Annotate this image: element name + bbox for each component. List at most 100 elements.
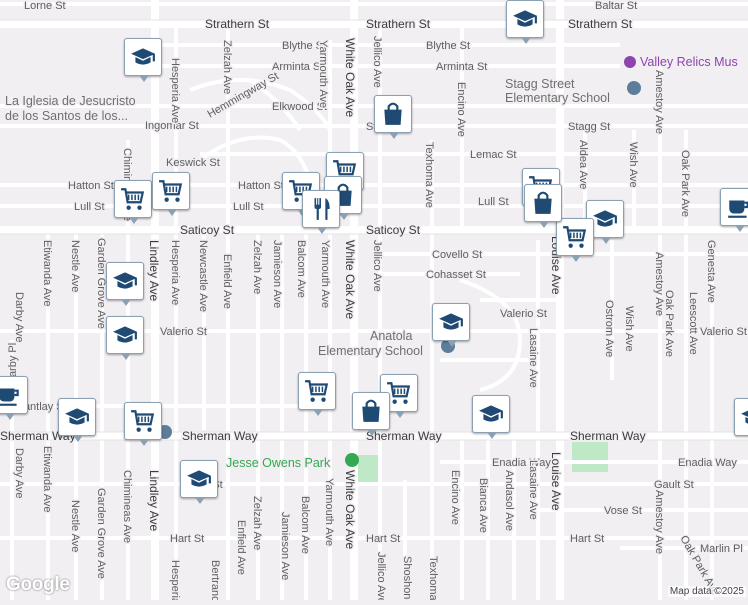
stagg-school-poi-icon[interactable] bbox=[627, 81, 641, 95]
shopping-bag-icon bbox=[528, 188, 558, 218]
label-marlin-pl: Marlin Pl bbox=[700, 543, 743, 555]
label-ostrom-ave: Ostrom Ave bbox=[603, 300, 615, 357]
label-enadia-way-1: Enadia Way bbox=[492, 457, 551, 469]
label-jamieson-ave-1: Jamieson Ave bbox=[271, 240, 283, 308]
school-marker[interactable] bbox=[106, 262, 144, 306]
label-amestoy-ave-2: Amestoy Ave bbox=[653, 252, 665, 316]
school-marker[interactable] bbox=[106, 316, 144, 360]
shopping-cart-marker[interactable] bbox=[556, 218, 594, 262]
label-lindley-ave-2: Lindley Ave bbox=[147, 470, 161, 531]
label-sherman-way-4: Sherman Way bbox=[570, 429, 646, 443]
school-icon bbox=[62, 402, 92, 432]
label-cohasset-st: Cohasset St bbox=[426, 269, 486, 281]
valley-relics-poi-icon[interactable] bbox=[624, 56, 636, 68]
cafe-marker[interactable] bbox=[0, 376, 28, 420]
label-lasaine-ave-1: Lasaine Ave bbox=[527, 328, 539, 388]
label-white-oak-ave-3: White Oak Ave bbox=[343, 470, 357, 549]
label-jamieson-ave-2: Jamieson Ave bbox=[279, 512, 291, 580]
label-gault-st-2: Gault St bbox=[654, 479, 694, 491]
school-icon bbox=[128, 42, 158, 72]
label-nestle-ave-1: Nestle Ave bbox=[69, 240, 81, 292]
shopping-bag-marker[interactable] bbox=[524, 184, 562, 228]
restaurant-marker[interactable] bbox=[302, 190, 340, 234]
label-jellico-ave-2: Jellico Ave bbox=[371, 240, 383, 292]
label-wish-ave-2: Wish Ave bbox=[623, 306, 635, 352]
label-strathern-st-1: Strathern St bbox=[205, 17, 270, 31]
shopping-bag-marker[interactable] bbox=[352, 392, 390, 436]
label-balcom-ave-1: Balcom Ave bbox=[295, 240, 307, 298]
label-arminta-st-2: Arminta St bbox=[436, 61, 487, 73]
school-marker[interactable] bbox=[58, 398, 96, 442]
label-keswick-st: Keswick St bbox=[166, 157, 220, 169]
shopping-bag-icon bbox=[356, 396, 386, 426]
label-oak-park-ave-2: Oak Park Ave bbox=[663, 290, 675, 357]
shopping-cart-marker[interactable] bbox=[114, 180, 152, 224]
label-hesperia-ave-2: Hesperia Ave bbox=[169, 240, 181, 305]
label-hart-st-3: Hart St bbox=[570, 533, 604, 545]
label-nestle-ave-2: Nestle Ave bbox=[69, 500, 81, 552]
label-leescott-ave: Leescott Ave bbox=[687, 292, 699, 355]
label-oak-park-ave-1: Oak Park Ave bbox=[679, 150, 691, 217]
label-garden-grove-ave-1: Garden Grove Ave bbox=[95, 238, 107, 329]
shopping-cart-marker[interactable] bbox=[298, 372, 336, 416]
label-jellico-ave-3: Jellico Ave bbox=[375, 552, 387, 600]
school-icon bbox=[184, 464, 214, 494]
label-zelzah-ave-2: Zelzah Ave bbox=[251, 240, 263, 294]
shopping-cart-marker[interactable] bbox=[124, 402, 162, 446]
label-chimineas-ave-2: Chimineas Ave bbox=[121, 470, 133, 543]
school-icon bbox=[110, 266, 140, 296]
school-marker[interactable] bbox=[432, 303, 470, 347]
label-lull-st-1: Lull St bbox=[74, 201, 105, 213]
google-logo: Google bbox=[6, 574, 70, 595]
cafe-marker[interactable] bbox=[720, 188, 748, 232]
label-newcastle-ave: Newcastle Ave bbox=[197, 240, 209, 312]
label-sherman-way-2: Sherman Way bbox=[182, 429, 258, 443]
church-name-line1: La Iglesia de Jesucristo bbox=[5, 94, 136, 108]
label-andasol-ave: Andasol Ave bbox=[503, 470, 515, 531]
school-marker[interactable] bbox=[472, 395, 510, 439]
label-shoshone-ave: Shoshone Ave bbox=[401, 556, 413, 600]
school-icon bbox=[110, 320, 140, 350]
label-aldea-ave: Aldea Ave bbox=[577, 140, 589, 189]
label-bertrand-ave: Bertrand Ave bbox=[209, 560, 221, 600]
label-zelzah-ave-1: Zelzah Ave bbox=[221, 40, 233, 94]
cafe-icon bbox=[724, 192, 748, 222]
school-marker[interactable] bbox=[734, 398, 748, 436]
label-texhoma-ave-1: Texhoma Ave bbox=[423, 142, 435, 208]
label-hatton-st-2: Hatton St bbox=[238, 180, 284, 192]
shopping-bag-marker[interactable] bbox=[374, 95, 412, 139]
label-lull-st-2: Lull St bbox=[233, 201, 264, 213]
label-strathern-st-3: Strathern St bbox=[568, 17, 633, 31]
map-attribution[interactable]: Map data ©2025 bbox=[667, 586, 746, 597]
school-icon bbox=[436, 307, 466, 337]
label-valerio-st-2: Valerio St bbox=[500, 308, 547, 320]
jesse-owens-park-poi-icon[interactable] bbox=[345, 453, 359, 467]
label-sherman-way-3: Sherman Way bbox=[366, 429, 442, 443]
school-marker[interactable] bbox=[180, 460, 218, 504]
label-wish-ave-1: Wish Ave bbox=[627, 142, 639, 188]
label-hart-st-1: Hart St bbox=[170, 533, 204, 545]
church-name-line2: de los Santos de los... bbox=[5, 109, 128, 123]
label-etiwanda-ave-2: Etiwanda Ave bbox=[41, 446, 53, 512]
label-encino-ave-1: Encino Ave bbox=[455, 82, 467, 137]
label-white-oak-ave-1: White Oak Ave bbox=[343, 38, 357, 117]
shopping-cart-marker[interactable] bbox=[152, 172, 190, 216]
school-marker[interactable] bbox=[506, 0, 544, 44]
label-yarmouth-ave-3: Yarmouth Ave bbox=[323, 478, 335, 546]
label-etiwanda-ave-1: Etiwanda Ave bbox=[41, 240, 53, 306]
school-marker[interactable] bbox=[124, 38, 162, 82]
label-baltar-st: Baltar St bbox=[595, 0, 637, 12]
label-lorne-st: Lorne St bbox=[24, 0, 66, 12]
label-jellico-ave-1: Jellico Ave bbox=[371, 36, 383, 88]
label-vose-st: Vose St bbox=[604, 505, 642, 517]
label-enfield-ave-2: Enfield Ave bbox=[235, 520, 247, 575]
label-louise-ave-2: Louise Ave bbox=[549, 452, 563, 511]
label-yarmouth-ave-1: Yarmouth Ave bbox=[317, 40, 329, 108]
label-sherman-way-1: Sherman Way bbox=[0, 429, 76, 443]
label-saticoy-st-2: Saticoy St bbox=[366, 223, 421, 237]
school-icon bbox=[590, 204, 620, 234]
label-saticoy-st-1: Saticoy St bbox=[180, 223, 235, 237]
